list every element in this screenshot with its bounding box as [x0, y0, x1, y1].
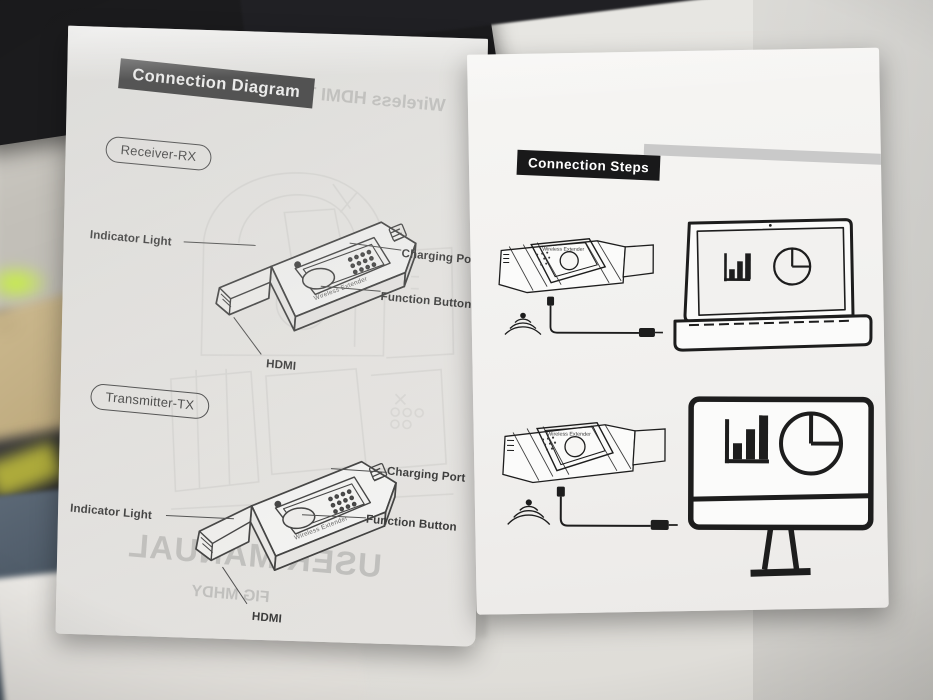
transmitter-device-illustration: Wireless Extender [171, 438, 424, 629]
bar-chart-icon [724, 253, 751, 282]
svg-text:Wireless Extender: Wireless Extender [547, 432, 591, 438]
wifi-waves [507, 499, 551, 526]
svg-text:Wireless Extender: Wireless Extender [542, 247, 584, 253]
receiver-device-illustration: Wireless Extender [192, 198, 444, 379]
step-monitor-illustration: Wireless Extender [492, 390, 883, 606]
connection-diagram-header: Connection Diagram [118, 58, 315, 109]
transmitter-hdmi-label: HDMI [251, 609, 283, 626]
left-page: Wireless HDMI Transmi USER MANUAL FIG MH… [55, 25, 489, 647]
bar-chart-icon [724, 415, 769, 464]
transmitter-indicator-light-label: Indicator Light [69, 501, 153, 522]
step-laptop-illustration: Wireless Extender [493, 210, 874, 361]
pie-chart-icon [779, 411, 844, 476]
right-page-sheen [467, 47, 889, 113]
wifi-waves [504, 312, 542, 336]
receiver-rx-pill: Receiver-RX [104, 135, 213, 172]
header-gray-band [643, 143, 889, 167]
connection-steps-header: Connection Steps [516, 149, 661, 181]
pie-chart-icon [773, 247, 812, 286]
receiver-hdmi-label: HDMI [265, 357, 297, 373]
manual-booklet: Wireless HDMI Transmi USER MANUAL FIG MH… [29, 0, 908, 686]
receiver-indicator-light-label: Indicator Light [89, 228, 173, 249]
right-page: Connection Steps [467, 47, 889, 615]
